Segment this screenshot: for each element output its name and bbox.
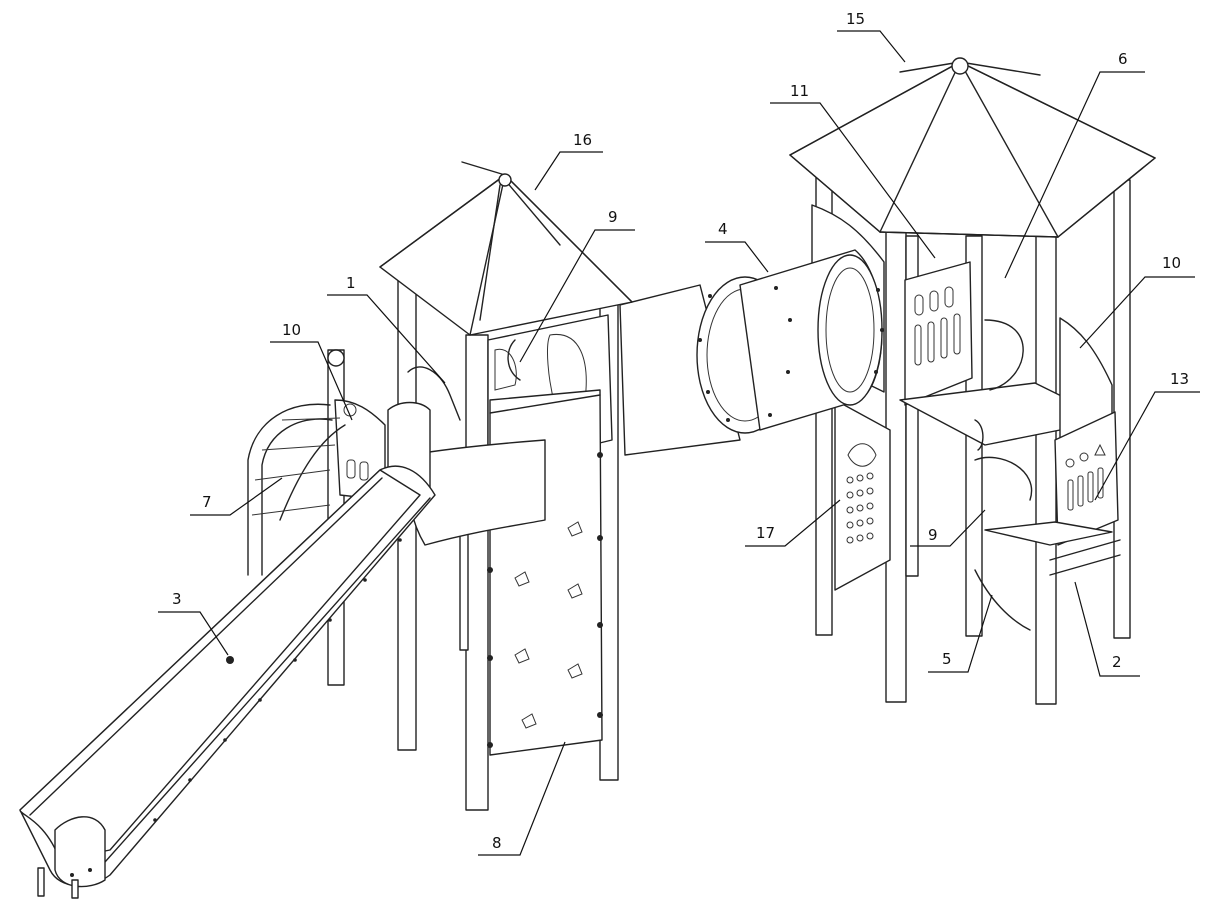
callout-13-label: 13 [1170, 370, 1189, 388]
callout-5: 5 [928, 594, 993, 673]
tube-front-flange [817, 254, 883, 406]
callout-16-label: 16 [573, 131, 592, 149]
left-roof [379, 174, 633, 336]
callout-9-right-label: 9 [928, 526, 938, 544]
right-roof-ribs [789, 61, 1156, 238]
right-tower-post-back-right [1113, 179, 1131, 639]
right-side-panel-13-holes [1065, 443, 1106, 511]
slide-bed [19, 469, 421, 861]
callout-9-right: 9 [910, 509, 986, 547]
callout-17: 17 [745, 499, 841, 547]
post-cap [327, 349, 345, 367]
callout-13: 13 [1094, 370, 1200, 501]
slide-left-edge [29, 477, 383, 816]
callout-11-label: 11 [790, 82, 809, 100]
right-tower [789, 57, 1156, 705]
right-tower-post-front-right [1035, 235, 1057, 705]
callout-4-label: 4 [718, 220, 728, 238]
callout-1: 1 [327, 274, 446, 384]
right-roof [789, 61, 1156, 238]
left-handle-9 [507, 339, 521, 381]
callout-11: 11 [770, 82, 936, 259]
callout-10-left-label: 10 [282, 321, 301, 339]
right-front-panel-slots [914, 286, 961, 366]
callout-10-left: 10 [270, 321, 353, 421]
right-inner-curve [984, 319, 1024, 391]
callout-10-right-label: 10 [1162, 254, 1181, 272]
right-side-panel-13 [1054, 411, 1119, 546]
left-back-panel-cutout [494, 348, 517, 391]
callout-4: 4 [705, 220, 769, 273]
tube-bolts [698, 286, 884, 422]
tube-front-opening [825, 267, 875, 393]
climbing-wall-bolts [487, 452, 603, 748]
right-side-panel-upper [1059, 317, 1113, 441]
callout-9-left: 9 [519, 208, 635, 363]
callout-15: 15 [837, 10, 906, 63]
callout-1-label: 1 [346, 274, 356, 292]
left-roof-cap [498, 173, 512, 187]
right-step-platform [984, 521, 1113, 546]
callout-8-label: 8 [492, 834, 502, 852]
callout-17-label: 17 [756, 524, 775, 542]
slide-right-edge [104, 497, 431, 863]
callout-9-left-label: 9 [608, 208, 618, 226]
arch-ladder-rail [279, 424, 346, 521]
left-tower-post-front-left [465, 334, 489, 811]
callout-2: 2 [1074, 581, 1140, 677]
left-tower [247, 161, 633, 811]
slide-end [54, 816, 106, 888]
callout-3: 3 [158, 590, 229, 656]
right-lower-panel-holes [846, 443, 877, 544]
right-handle-upper [974, 419, 984, 451]
arch-ladder-inner [261, 418, 333, 576]
right-handle-bar [974, 569, 1031, 631]
callout-3-label: 3 [172, 590, 182, 608]
tube [619, 249, 884, 456]
callout-5-label: 5 [942, 650, 952, 668]
left-roof-ribs [379, 161, 633, 336]
slide [19, 465, 436, 899]
callout-7: 7 [190, 477, 283, 516]
right-inner-curve-2 [974, 456, 1033, 501]
callout-7-label: 7 [202, 493, 212, 511]
callout-8: 8 [478, 741, 566, 856]
callout-6-label: 6 [1118, 50, 1128, 68]
callout-2-label: 2 [1112, 653, 1122, 671]
arch-ladder-outer [247, 403, 331, 576]
callout-10-right: 10 [1079, 254, 1195, 349]
slide-marker [226, 656, 234, 664]
callout-16: 16 [534, 131, 603, 191]
right-step-rail [1049, 539, 1121, 576]
arch-ladder-rungs [251, 417, 341, 516]
slide-foot-left [37, 867, 45, 897]
right-front-panel [904, 261, 973, 406]
left-tower-post-inner [459, 529, 469, 651]
callouts: 15 6 11 16 9 4 1 [158, 10, 1200, 856]
climbing-holds [514, 521, 583, 729]
callout-15-label: 15 [846, 10, 865, 28]
right-roof-cap [951, 57, 969, 75]
left-handle-1 [407, 366, 461, 421]
slide-foot-right [71, 879, 79, 899]
callout-6: 6 [1004, 50, 1145, 279]
left-rail [489, 394, 601, 414]
slide-bolts [70, 538, 402, 877]
